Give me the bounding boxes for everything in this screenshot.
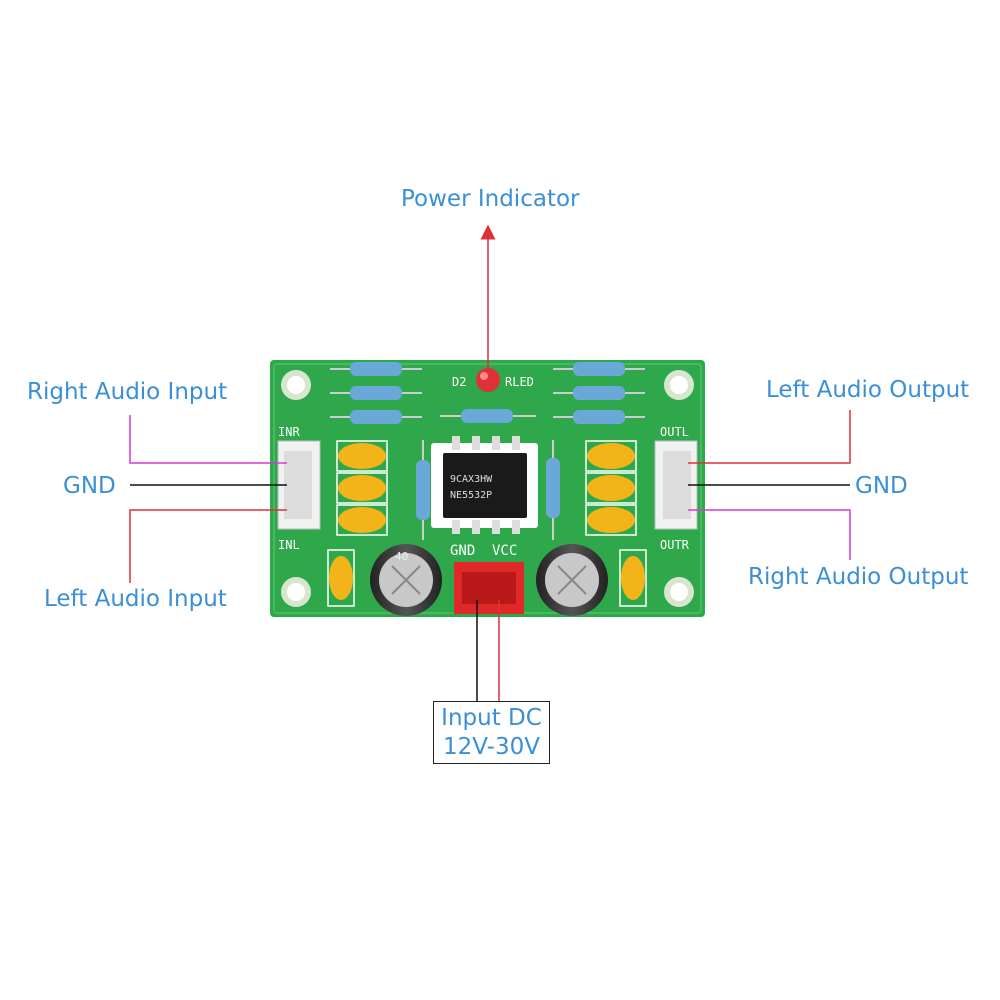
label-left-audio-output: Left Audio Output [766, 377, 970, 403]
input-dc-box: Input DC 12V-30V [433, 701, 550, 764]
label-gnd-output: GND [855, 473, 908, 499]
electrolytic-capacitor [536, 544, 608, 616]
mounting-hole [281, 370, 311, 400]
silk-outr: OUTR [660, 538, 690, 552]
mounting-hole [664, 577, 694, 607]
pcb-board: INR INL OUTL OUTR D2 RLED GND VCC 9CAX3H… [270, 360, 705, 617]
chip-text-line1: 9CAX3HW [450, 474, 493, 485]
ceramic-capacitor [336, 504, 388, 536]
label-input-voltage: 12V-30V [443, 734, 540, 760]
label-input-dc: Input DC [441, 705, 542, 731]
ceramic-capacitor [327, 549, 355, 607]
resistor [330, 362, 422, 376]
mounting-hole [281, 577, 311, 607]
resistor [553, 386, 645, 400]
silk-outl: OUTL [660, 425, 689, 439]
cap-mark: 40 [395, 550, 408, 563]
ceramic-capacitor [585, 472, 637, 504]
ceramic-capacitor [336, 472, 388, 504]
label-gnd-input: GND [63, 473, 116, 499]
power-connector [454, 562, 524, 614]
resistor [330, 386, 422, 400]
silk-vcc: VCC [492, 543, 517, 559]
silk-gnd: GND [450, 543, 475, 559]
label-right-audio-input: Right Audio Input [27, 379, 228, 405]
resistor [553, 410, 645, 424]
right-input-line [129, 415, 287, 464]
silk-rled: RLED [505, 375, 534, 389]
left-input-line [129, 509, 287, 583]
ic-chip [431, 436, 538, 534]
left-output-line [688, 410, 851, 464]
label-left-audio-input: Left Audio Input [44, 586, 227, 612]
label-power-indicator: Power Indicator [401, 186, 580, 212]
ceramic-capacitor [619, 549, 647, 607]
ceramic-capacitor [585, 440, 637, 472]
electrolytic-capacitor [370, 544, 442, 616]
resistor [416, 440, 430, 540]
silk-inl: INL [278, 538, 300, 552]
ceramic-capacitor [336, 440, 388, 472]
mounting-hole [664, 370, 694, 400]
ceramic-capacitor [585, 504, 637, 536]
resistor [546, 440, 560, 540]
silk-inr: INR [278, 425, 300, 439]
chip-text-line2: NE5532P [450, 490, 492, 501]
silk-d2: D2 [452, 375, 466, 389]
led-d2 [476, 368, 500, 392]
label-right-audio-output: Right Audio Output [748, 564, 969, 590]
resistor [553, 362, 645, 376]
right-output-line [688, 509, 851, 560]
resistor [330, 410, 422, 424]
resistor [440, 409, 536, 423]
